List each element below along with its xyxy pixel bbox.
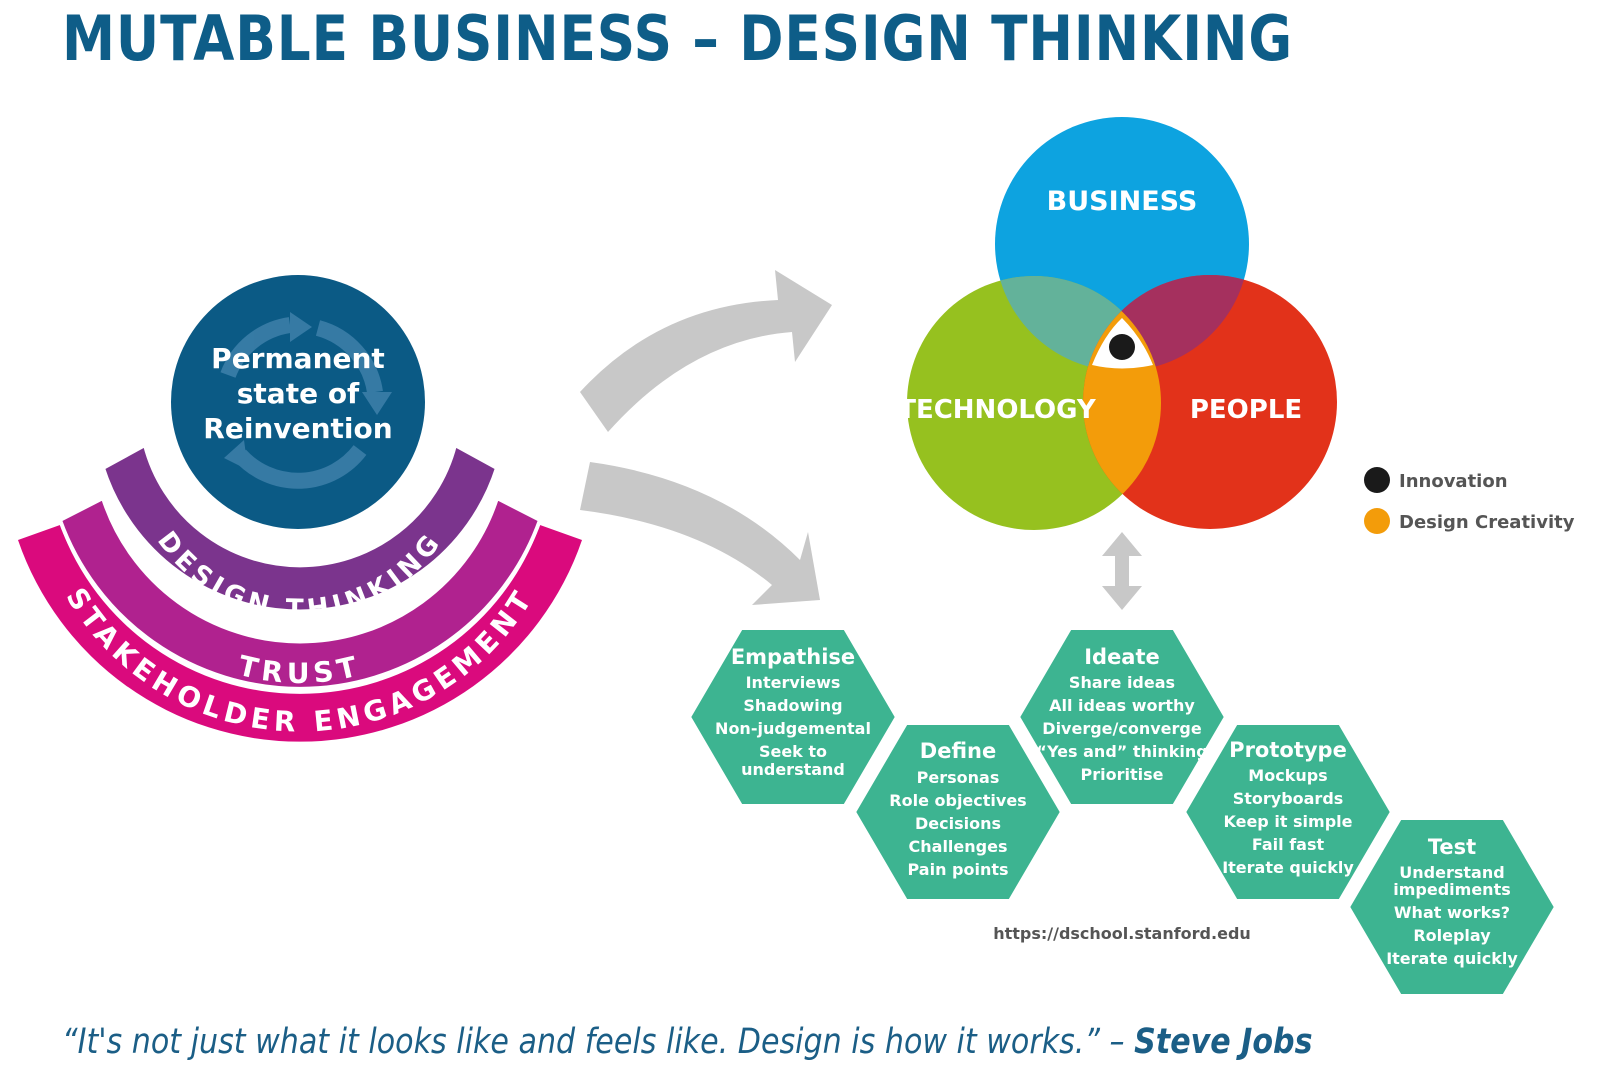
stage-item: All ideas worthy xyxy=(1049,696,1195,715)
stage-item: What works? xyxy=(1394,903,1510,922)
quote: “It's not just what it looks like and fe… xyxy=(62,1022,1312,1062)
innovation-dot xyxy=(1109,334,1135,360)
stage-item: Decisions xyxy=(915,814,1001,833)
core-line-1: Permanent xyxy=(211,342,385,375)
business-people-overlap xyxy=(1083,275,1249,371)
trust-arc: TRUST xyxy=(57,495,543,691)
stage-item: Non-judgemental xyxy=(715,719,871,738)
stage-title: Ideate xyxy=(1084,645,1160,669)
stage-prototype: Prototype Mockups Storyboards Keep it si… xyxy=(1222,738,1354,877)
hexagon-define xyxy=(851,721,1065,903)
venn-diagram: BUSINESS TECHNOLOGY PEOPLE xyxy=(898,117,1337,530)
stage-test: Test Understand impediments What works? … xyxy=(1386,835,1518,968)
stage-empathise: Empathise Interviews Shadowing Non-judge… xyxy=(715,645,871,779)
stage-item: Understand xyxy=(1399,863,1504,882)
stage-title: Empathise xyxy=(731,645,855,669)
quote-author: Steve Jobs xyxy=(1134,1022,1313,1062)
stage-item: Iterate quickly xyxy=(1386,949,1518,968)
stage-item: Pain points xyxy=(907,860,1008,879)
innovation-legend-label: Innovation xyxy=(1399,471,1508,492)
stage-item: Roleplay xyxy=(1413,926,1491,945)
stage-item: “Yes and” thinking xyxy=(1036,742,1207,761)
stage-title: Test xyxy=(1428,835,1476,859)
hexagon-prototype xyxy=(1181,721,1395,903)
hexagon-test xyxy=(1345,816,1559,998)
stage-item: Storyboards xyxy=(1233,789,1344,808)
stage-item: Shadowing xyxy=(743,696,842,715)
stage-item: Role objectives xyxy=(889,791,1026,810)
stage-title: Define xyxy=(920,739,996,763)
technology-label: TECHNOLOGY xyxy=(898,395,1097,425)
page-title: MUTABLE BUSINESS – DESIGN THINKING xyxy=(62,2,1294,75)
reinvention-core: Permanent state of Reinvention xyxy=(171,275,425,529)
stage-title: Prototype xyxy=(1229,738,1347,762)
stage-item: Share ideas xyxy=(1069,673,1175,692)
core-line-2: state of xyxy=(237,377,360,410)
innovation-legend-dot xyxy=(1364,467,1390,493)
hexagon-empathise xyxy=(686,626,900,808)
arrow-to-process xyxy=(580,462,820,605)
stage-ideate: Ideate Share ideas All ideas worthy Dive… xyxy=(1036,645,1207,784)
business-technology-overlap xyxy=(995,276,1161,371)
stage-item: Personas xyxy=(917,768,1000,787)
source-link[interactable]: https://dschool.stanford.edu xyxy=(993,924,1251,943)
stage-item: Diverge/converge xyxy=(1042,719,1202,738)
stage-item: Iterate quickly xyxy=(1222,858,1354,877)
hexagon-ideate xyxy=(1015,626,1229,808)
arrow-to-venn xyxy=(580,270,832,432)
double-arrow-icon xyxy=(1102,532,1142,610)
people-label: PEOPLE xyxy=(1190,395,1302,425)
design-creativity-legend-label: Design Creativity xyxy=(1399,512,1575,533)
stage-item: Mockups xyxy=(1248,766,1327,785)
stage-item: Seek to xyxy=(759,742,827,761)
stage-item: Interviews xyxy=(746,673,841,692)
cycle-arrows-icon xyxy=(220,312,392,489)
design-process xyxy=(686,626,1559,998)
stage-item: understand xyxy=(741,760,845,779)
stage-define: Define Personas Role objectives Decision… xyxy=(889,739,1026,879)
quote-text: “It's not just what it looks like and fe… xyxy=(62,1022,1135,1062)
stage-item: Prioritise xyxy=(1081,765,1164,784)
design-creativity-legend-dot xyxy=(1364,508,1390,534)
stage-item: Fail fast xyxy=(1252,835,1325,854)
legend: Innovation Design Creativity xyxy=(1364,467,1575,534)
stage-item: impediments xyxy=(1393,880,1510,899)
core-line-3: Reinvention xyxy=(203,412,392,445)
stage-item: Challenges xyxy=(909,837,1008,856)
stage-item: Keep it simple xyxy=(1223,812,1352,831)
business-label: BUSINESS xyxy=(1047,186,1198,217)
